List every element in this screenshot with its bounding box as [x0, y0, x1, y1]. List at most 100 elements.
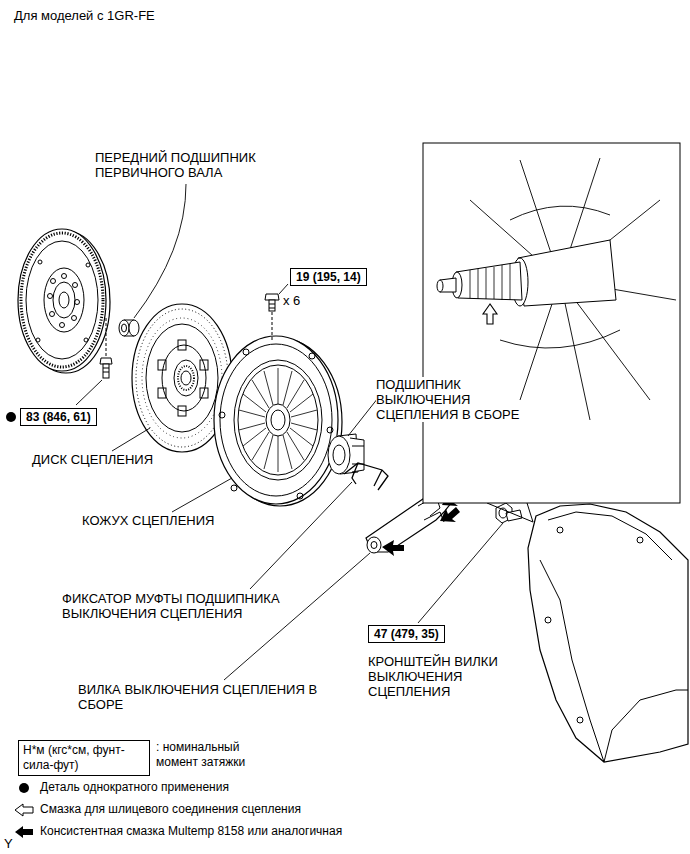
clutch-disc	[200, 360, 208, 370]
part-label: ПЕРЕДНИЙ ПОДШИПНИК ПЕРВИЧНОГО ВАЛА	[95, 150, 256, 180]
transmission-housing	[545, 617, 551, 623]
release-fork	[367, 537, 381, 553]
leader-line	[418, 523, 503, 623]
flywheel	[44, 268, 84, 332]
label-holder: x 6	[283, 293, 300, 308]
clutch-disc	[181, 371, 191, 385]
torque-box: 47 (479, 35)	[368, 625, 445, 643]
box-text: 83 (846, 61)	[26, 410, 91, 424]
flywheel-bolt	[100, 358, 112, 364]
transmission-housing	[637, 537, 643, 543]
cover-bolt	[265, 294, 279, 300]
box-text: 47 (479, 35)	[374, 627, 439, 641]
leader-line	[224, 553, 370, 680]
clutch-cover	[243, 428, 266, 446]
part-label: КРОНШТЕЙН ВИЛКИ ВЫКЛЮЧЕНИЯ СЦЕПЛЕНИЯ	[368, 654, 498, 699]
clutch-disc	[178, 366, 194, 390]
hub-clip	[374, 470, 382, 486]
flywheel	[59, 292, 69, 308]
cover-bolt	[272, 312, 273, 340]
pilot-bearing	[119, 320, 139, 336]
clutch-cover	[264, 435, 273, 469]
inset-detail	[510, 264, 511, 300]
clutch-cover	[309, 353, 315, 359]
flywheel	[75, 300, 80, 305]
clutch-disc	[158, 388, 166, 398]
legend-text: Консистентная смазка Multemp 8158 или ан…	[40, 824, 342, 838]
legend-sample-box: Н*м (кгс*см, фунт-сила-фут)	[18, 740, 150, 776]
label-holder: КОЖУХ СЦЕПЛЕНИЯ	[82, 513, 214, 528]
inset-detail	[502, 265, 503, 300]
clutch-cover	[219, 412, 225, 418]
transmission-housing	[548, 512, 672, 560]
clutch-cover	[291, 410, 317, 417]
leader-line	[348, 398, 378, 436]
box-text: Н*м (кгс*см, фунт-сила-фут)	[23, 743, 145, 773]
clutch-cover	[287, 432, 304, 460]
legend-arrow	[15, 804, 33, 816]
label-holder: ВИЛКА ВЫКЛЮЧЕНИЯ СЦЕПЛЕНИЯ В СБОРЕ	[78, 682, 358, 712]
leader-line	[250, 482, 352, 589]
clutch-cover	[231, 485, 237, 491]
inset-detail	[510, 206, 610, 220]
flywheel	[53, 282, 75, 318]
clutch-cover	[278, 436, 279, 472]
flywheel-bolt	[103, 364, 109, 378]
fork-bracket	[496, 503, 522, 523]
flywheel-bolt	[100, 318, 112, 378]
clutch-cover	[252, 432, 269, 460]
flywheel	[86, 263, 90, 267]
flywheel-bolt	[103, 368, 109, 369]
cover-bolt	[269, 308, 275, 309]
label-holder: КРОНШТЕЙН ВИЛКИ ВЫКЛЮЧЕНИЯ СЦЕПЛЕНИЯ	[368, 654, 513, 699]
grease-arrow	[440, 507, 460, 522]
clutch-cover	[214, 336, 342, 506]
leader-line	[172, 478, 232, 512]
flywheel	[84, 338, 88, 342]
transmission-housing	[557, 527, 563, 533]
cover-bolt	[269, 300, 275, 311]
flywheel	[51, 279, 56, 284]
transmission-housing	[577, 717, 583, 723]
part-label: ПОДШИПНИК ВЫКЛЮЧЕНИЯ СЦЕПЛЕНИЯ В СБОРЕ	[376, 377, 519, 422]
label-holder: ДИСК СЦЕПЛЕНИЯ	[32, 452, 153, 467]
flywheel	[60, 323, 65, 328]
clutch-cover	[239, 423, 265, 430]
flywheel	[50, 312, 55, 317]
legend-holder: : номинальный момент затяжки	[156, 740, 261, 770]
pilot-bearing	[129, 320, 139, 336]
leader-line	[134, 184, 186, 318]
part-label: КОЖУХ СЦЕПЛЕНИЯ	[82, 513, 214, 528]
clutch-cover	[239, 368, 317, 472]
release-bearing	[328, 436, 350, 474]
clutch-cover	[264, 371, 273, 405]
clutch-cover	[283, 371, 292, 405]
leader-line	[112, 428, 150, 451]
leader-line	[76, 380, 102, 405]
inset-detail	[483, 304, 497, 324]
release-bearing	[328, 434, 364, 474]
flywheel	[73, 283, 78, 288]
flywheel	[38, 260, 42, 264]
clutch-cover	[239, 410, 265, 417]
flywheel	[21, 233, 103, 367]
part-label: ВИЛКА ВЫКЛЮЧЕНИЯ СЦЕПЛЕНИЯ В СБОРЕ	[78, 682, 317, 712]
inset-detail	[470, 264, 510, 300]
inset-detail	[423, 143, 680, 503]
flywheel	[48, 294, 53, 299]
clutch-disc	[174, 360, 198, 396]
legend-arrow	[15, 826, 33, 838]
inset-detail	[478, 269, 479, 299]
inset-detail	[423, 143, 680, 522]
label-holder: Y	[4, 836, 13, 851]
transmission-housing	[528, 504, 688, 762]
cover-bolt	[269, 304, 275, 305]
quantity-label: x 6	[283, 293, 300, 308]
pilot-bearing	[122, 324, 127, 332]
legend-text: Смазка для шлицевого соединения сцеплени…	[40, 802, 301, 816]
clutch-cover	[220, 344, 332, 496]
diagram-title: Для моделей с 1GR-FE	[14, 8, 155, 23]
grease-arrow	[382, 540, 404, 556]
legend-holder: Деталь однократного применения	[40, 780, 229, 795]
